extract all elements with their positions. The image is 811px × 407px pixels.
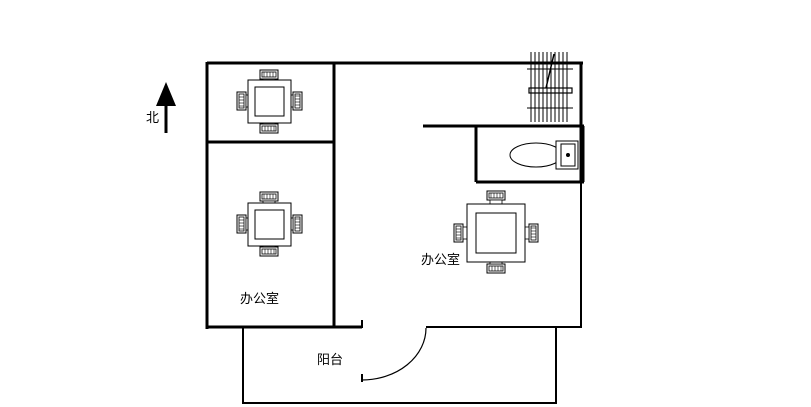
table-with-chairs: [236, 69, 303, 134]
door-swing: [361, 327, 427, 382]
north-label: 北: [146, 111, 159, 126]
shower-fixture-icon: [527, 52, 573, 122]
room-label-office-right: 办公室: [421, 252, 460, 268]
toilet-icon: [509, 140, 579, 170]
walls: [205, 61, 585, 404]
room-label-office-left: 办公室: [240, 291, 279, 307]
room-label-balcony: 阳台: [317, 353, 343, 368]
north-arrow-icon: [156, 82, 176, 133]
table-with-chairs: [453, 190, 539, 274]
table-with-chairs: [236, 191, 303, 257]
